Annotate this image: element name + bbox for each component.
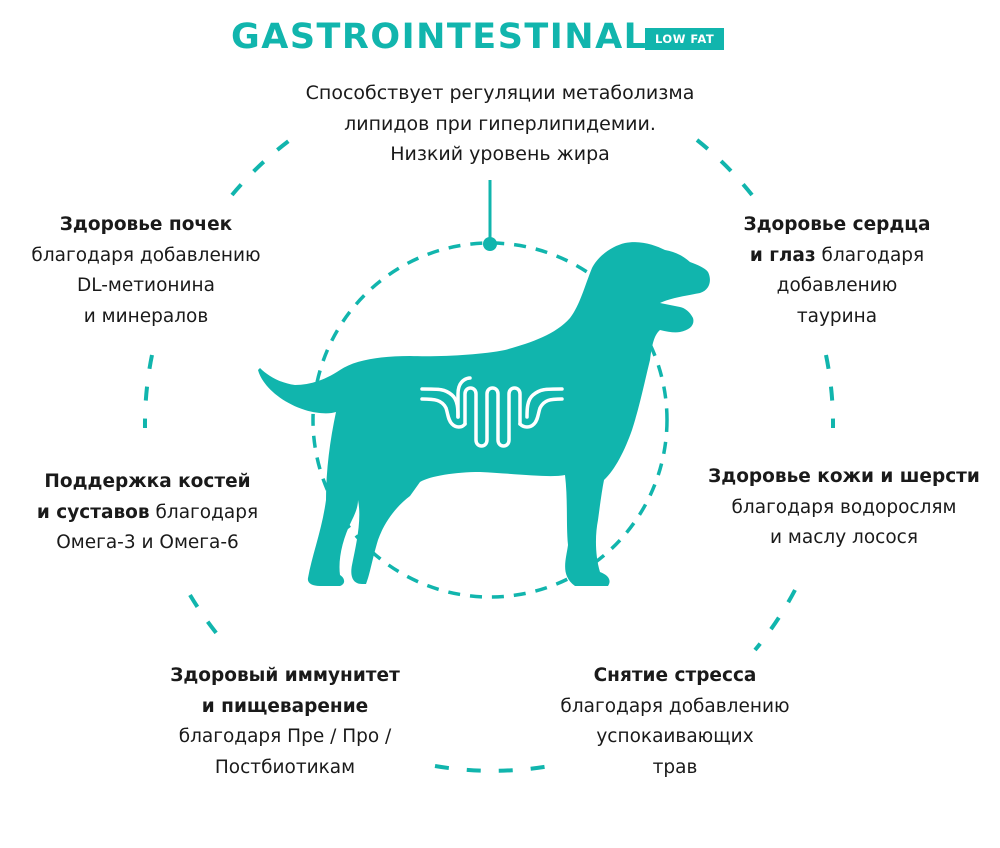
- benefit-immunity: Здоровый иммунитет и пищеварение благода…: [160, 661, 410, 783]
- benefit-text: благодаря водорослям: [731, 496, 957, 518]
- benefit-title: Поддержка костей: [44, 471, 251, 492]
- intro-text: Способствует регуляции метаболизма липид…: [245, 78, 755, 170]
- benefit-text: и минералов: [83, 305, 209, 327]
- benefit-text: добавлению: [776, 275, 898, 296]
- benefit-skin: Здоровье кожи и шерсти благодаря водорос…: [688, 462, 1000, 554]
- benefit-text: благодаря добавлению: [31, 244, 261, 266]
- benefit-text: и маслу лосося: [770, 527, 918, 548]
- intro-line: Способствует регуляции метаболизма: [305, 82, 695, 104]
- benefit-title: и глаз: [749, 244, 816, 266]
- benefit-title: и суставов: [36, 501, 150, 523]
- benefit-text: благодаря Пре / Про /: [178, 726, 392, 747]
- dog-silhouette-icon: [258, 242, 710, 586]
- benefit-text: успокаивающих: [596, 726, 754, 747]
- benefit-heart: Здоровье сердца и глаз благодаря добавле…: [722, 210, 952, 332]
- low-fat-badge: LOW FAT: [645, 28, 725, 50]
- benefit-text: Постбиотикам: [214, 756, 356, 778]
- benefit-text: трав: [652, 756, 698, 778]
- outer-dashed-ring: [142, 138, 836, 773]
- benefit-title: Здоровье кожи и шерсти: [708, 466, 980, 487]
- benefit-text: благодаря: [815, 244, 925, 266]
- page-title: GASTROINTESTINAL: [231, 17, 648, 57]
- benefit-text: благодаря: [149, 501, 259, 523]
- benefit-kidneys: Здоровье почек благодаря добавлению DL-м…: [0, 210, 292, 332]
- benefit-text: таурина: [796, 305, 878, 327]
- benefit-text: благодаря добавлению: [560, 695, 790, 717]
- benefit-bones: Поддержка костей и суставов благодаря Ом…: [20, 467, 275, 559]
- benefit-title: Здоровье почек: [59, 214, 233, 235]
- connector-dot: [483, 237, 497, 251]
- benefit-title: Снятие стресса: [593, 665, 757, 686]
- intestine-icon: [420, 376, 564, 448]
- benefit-text: Омега-3 и Омега-6: [56, 532, 239, 553]
- intro-line: Низкий уровень жира: [390, 143, 610, 165]
- benefit-title: Здоровый иммунитет: [170, 665, 400, 686]
- header: GASTROINTESTINAL LOW FAT: [0, 12, 1000, 62]
- benefit-title: и пищеварение: [201, 695, 369, 717]
- benefit-text: DL-метионина: [77, 275, 215, 296]
- inner-dashed-ring: [311, 241, 669, 599]
- benefit-stress: Снятие стресса благодаря добавлению успо…: [535, 661, 815, 783]
- benefit-title: Здоровье сердца: [743, 214, 931, 235]
- intro-line: липидов при гиперлипидемии.: [344, 112, 656, 135]
